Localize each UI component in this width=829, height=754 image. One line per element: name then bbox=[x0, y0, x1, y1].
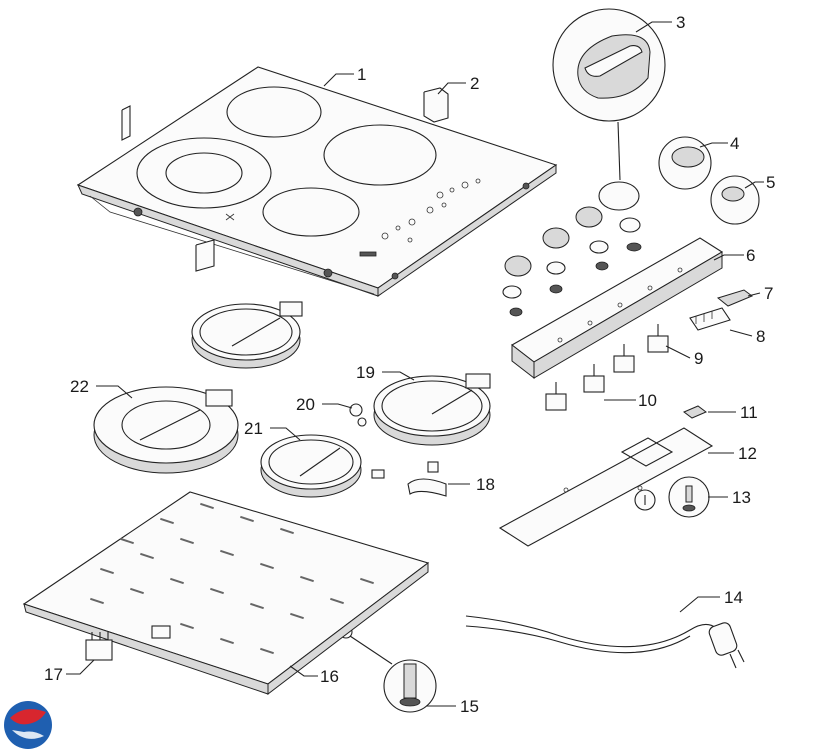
callout-14: 14 bbox=[724, 588, 743, 607]
callout-3: 3 bbox=[676, 13, 685, 32]
wire-clip bbox=[349, 403, 385, 479]
callout-19: 19 bbox=[356, 363, 375, 382]
control-knob-detail bbox=[552, 8, 666, 181]
radiant-heating-element-22 bbox=[93, 386, 239, 474]
callout-22: 22 bbox=[70, 377, 89, 396]
adjustment-bolt bbox=[339, 625, 437, 713]
knob-bezel-ring bbox=[502, 136, 712, 299]
leader-lines bbox=[66, 21, 764, 707]
terminal-block bbox=[689, 307, 731, 331]
power-cord bbox=[465, 615, 745, 669]
control-panel-housing bbox=[511, 237, 724, 380]
callout-4: 4 bbox=[730, 134, 739, 153]
energy-regulator-switch bbox=[545, 324, 669, 411]
knob-nut-ring bbox=[509, 175, 760, 317]
hose-sleeve bbox=[407, 461, 447, 497]
callout-11: 11 bbox=[740, 403, 758, 422]
callout-9: 9 bbox=[694, 349, 703, 368]
callout-numbers: 1 2 3 4 5 6 7 8 9 10 11 12 13 14 15 16 1… bbox=[44, 13, 775, 716]
callout-18: 18 bbox=[476, 475, 495, 494]
radiant-heating-element-top bbox=[191, 301, 303, 369]
callout-13: 13 bbox=[732, 488, 751, 507]
mounting-clip bbox=[121, 87, 449, 272]
callout-10: 10 bbox=[638, 391, 657, 410]
bottom-cover-plate bbox=[498, 427, 714, 547]
touch-control-marks bbox=[225, 178, 481, 257]
callout-7: 7 bbox=[764, 284, 773, 303]
callout-17: 17 bbox=[44, 665, 63, 684]
screw bbox=[634, 476, 710, 518]
callout-16: 16 bbox=[320, 667, 339, 686]
callout-2: 2 bbox=[470, 74, 479, 93]
callout-1: 1 bbox=[357, 65, 366, 84]
callout-8: 8 bbox=[756, 327, 765, 346]
brand-logo bbox=[4, 701, 52, 749]
callout-21: 21 bbox=[244, 419, 263, 438]
callout-15: 15 bbox=[460, 697, 479, 716]
glass-cooktop-panel bbox=[76, 66, 558, 297]
callout-20: 20 bbox=[296, 395, 315, 414]
radiant-heating-element-21 bbox=[260, 434, 362, 498]
vent-slots bbox=[90, 502, 374, 655]
callout-5: 5 bbox=[766, 173, 775, 192]
cable-clamp bbox=[683, 405, 707, 419]
mains-terminal-block bbox=[85, 632, 113, 661]
callout-12: 12 bbox=[738, 444, 757, 463]
bottom-vented-tray bbox=[22, 491, 430, 696]
radiant-heating-element-19 bbox=[373, 373, 491, 446]
callout-6: 6 bbox=[746, 246, 755, 265]
terminal-clip bbox=[716, 289, 753, 307]
control-knob bbox=[504, 181, 640, 277]
